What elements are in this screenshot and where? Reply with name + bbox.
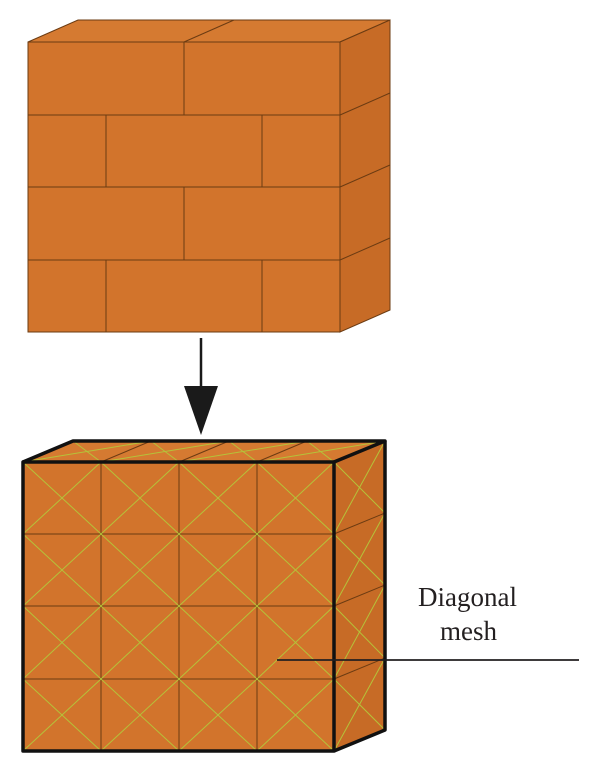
mesh-cell-diagonal bbox=[256, 533, 335, 607]
brick-wall-top-joint bbox=[183, 19, 235, 43]
mesh-side-diagonals bbox=[333, 440, 386, 752]
callout-label-line2: mesh bbox=[440, 616, 497, 646]
brick-wall-side-courses bbox=[339, 92, 391, 261]
mesh-block bbox=[21, 439, 387, 753]
mesh-top-cell-lines bbox=[100, 440, 308, 463]
mesh-side-cell-lines bbox=[333, 512, 386, 680]
mesh-cell-diagonal bbox=[100, 605, 180, 680]
mesh-cell-diagonal bbox=[178, 533, 258, 607]
mesh-top-diagonals bbox=[22, 440, 386, 463]
mesh-cell-diagonal bbox=[178, 461, 258, 535]
mesh-cell-diagonal bbox=[22, 461, 102, 535]
mesh-cell-diagonal bbox=[22, 605, 102, 680]
callout-label-line1: Diagonal bbox=[418, 582, 517, 612]
mesh-block-outline bbox=[21, 439, 387, 753]
mesh-cell-diagonal bbox=[256, 605, 335, 680]
brick-wall-head-joints bbox=[105, 42, 263, 332]
mesh-cell-diagonal bbox=[100, 533, 180, 607]
mesh-cell-diagonal bbox=[100, 461, 180, 535]
mesh-cell-diagonal bbox=[100, 678, 180, 752]
down-arrow-icon bbox=[184, 338, 218, 435]
diagonal-mesh-label: Diagonal mesh bbox=[418, 580, 568, 648]
mesh-cell-diagonal bbox=[22, 533, 102, 607]
mesh-cell-diagonal bbox=[256, 678, 335, 752]
mesh-cell-diagonal bbox=[22, 678, 102, 752]
mesh-cell-diagonal bbox=[178, 605, 258, 680]
brick-wall-block bbox=[27, 19, 391, 333]
mesh-front-diagonals bbox=[22, 461, 335, 752]
mesh-cell-diagonal bbox=[178, 678, 258, 752]
mesh-cell-diagonal bbox=[256, 461, 335, 535]
